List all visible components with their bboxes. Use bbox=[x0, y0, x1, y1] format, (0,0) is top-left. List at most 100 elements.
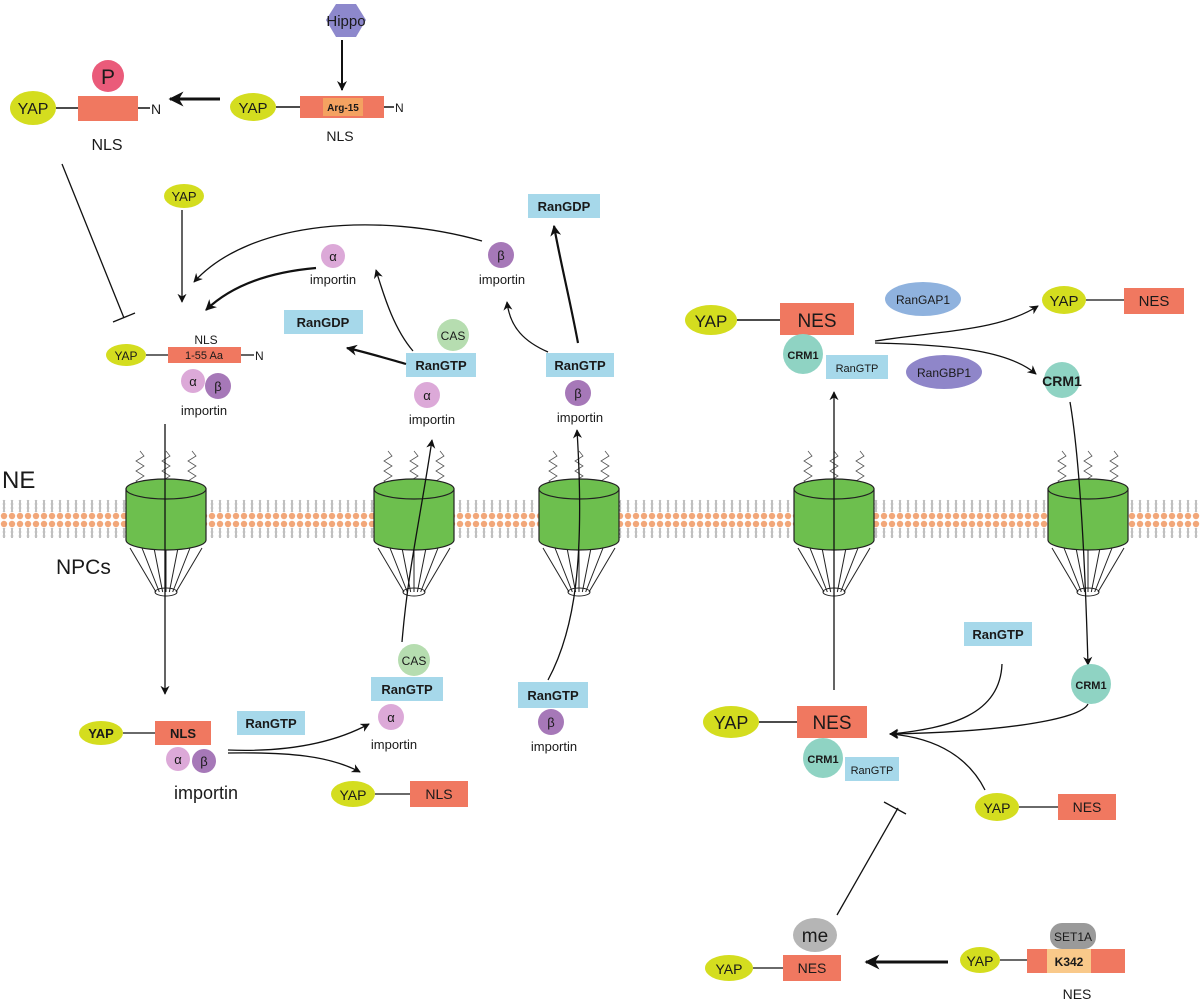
k342-box bbox=[1047, 949, 1091, 973]
svg-text:RanGDP: RanGDP bbox=[538, 199, 591, 214]
ne-label: NE bbox=[2, 467, 35, 494]
rangdp-box bbox=[284, 310, 363, 334]
yap-oval bbox=[230, 93, 276, 121]
svg-text:NES: NES bbox=[798, 960, 827, 976]
svg-text:YAP: YAP bbox=[171, 189, 196, 204]
yap-oval bbox=[975, 793, 1019, 821]
svg-text:importin: importin bbox=[479, 272, 525, 287]
svg-text:importin: importin bbox=[310, 272, 356, 287]
svg-text:NES: NES bbox=[797, 311, 836, 332]
svg-text:β: β bbox=[200, 754, 207, 769]
nuclear-pore-complexes bbox=[125, 450, 1129, 597]
crm1-circle bbox=[1071, 664, 1111, 704]
svg-text:RanGDP: RanGDP bbox=[297, 315, 350, 330]
svg-text:RanGTP: RanGTP bbox=[554, 358, 606, 373]
svg-text:NLS: NLS bbox=[194, 333, 217, 347]
methylation-group: YAP K342 SET1A NES YAP NES me bbox=[705, 801, 1125, 1001]
nes-box bbox=[780, 303, 854, 335]
svg-text:importin: importin bbox=[181, 403, 227, 418]
svg-text:YAP: YAP bbox=[18, 101, 49, 118]
svg-text:CRM1: CRM1 bbox=[1075, 680, 1106, 692]
svg-text:α: α bbox=[189, 374, 197, 389]
svg-text:1-55 Aa: 1-55 Aa bbox=[185, 350, 224, 362]
svg-text:importin: importin bbox=[557, 410, 603, 425]
rangdp-box bbox=[528, 194, 600, 218]
crm1-circle bbox=[783, 334, 823, 374]
npcs-label: NPCs bbox=[56, 556, 111, 579]
rangtp-box bbox=[406, 353, 476, 377]
yap-oval bbox=[164, 184, 204, 208]
cas-circle bbox=[398, 644, 430, 676]
svg-text:YAP: YAP bbox=[714, 713, 749, 733]
svg-text:α: α bbox=[329, 249, 337, 264]
rangtp-box bbox=[371, 677, 443, 701]
hippo-phosphorylation-group: Hippo YAP Arg-15 N NLS YAP N P NLS bbox=[10, 4, 404, 323]
svg-text:CRM1: CRM1 bbox=[787, 350, 818, 362]
rangtp-box bbox=[518, 682, 588, 708]
svg-text:SET1A: SET1A bbox=[1054, 930, 1092, 944]
svg-text:importin: importin bbox=[174, 783, 238, 803]
import-complex: YAP NLS YAP 1-55 Aa N α β importin bbox=[106, 184, 264, 695]
svg-text:β: β bbox=[574, 386, 581, 401]
rangtp-box bbox=[826, 355, 888, 379]
svg-text:β: β bbox=[547, 715, 554, 730]
yap-label: YAP bbox=[239, 100, 268, 117]
alpha-importin bbox=[181, 369, 205, 393]
svg-text:NLS: NLS bbox=[91, 137, 122, 154]
svg-text:RanGTP: RanGTP bbox=[245, 716, 297, 731]
svg-text:CAS: CAS bbox=[402, 654, 427, 668]
svg-text:β: β bbox=[497, 248, 504, 263]
svg-text:α: α bbox=[174, 752, 182, 767]
crm1-circle bbox=[803, 738, 843, 778]
cas-circle bbox=[437, 319, 469, 351]
svg-text:CRM1: CRM1 bbox=[1042, 373, 1082, 389]
svg-text:N: N bbox=[151, 101, 161, 117]
svg-text:YAP: YAP bbox=[340, 787, 367, 803]
rangtp-box bbox=[964, 622, 1032, 646]
yap-oval bbox=[685, 305, 737, 335]
svg-text:YAP: YAP bbox=[967, 953, 994, 969]
svg-text:importin: importin bbox=[531, 739, 577, 754]
svg-text:NLS: NLS bbox=[170, 726, 196, 741]
nes-box bbox=[783, 955, 841, 981]
rangap1-oval bbox=[885, 282, 961, 316]
beta-importin bbox=[565, 380, 591, 406]
beta-importin bbox=[192, 749, 216, 773]
svg-text:RanGTP: RanGTP bbox=[972, 627, 1024, 642]
alpha-importin bbox=[414, 382, 440, 408]
svg-text:RanGTP: RanGTP bbox=[836, 363, 879, 375]
svg-text:RanGAP1: RanGAP1 bbox=[896, 293, 950, 307]
beta-export-group: RanGTP β importin RanGTP β importin bbox=[503, 224, 614, 754]
svg-text:NES: NES bbox=[1063, 986, 1092, 1001]
svg-text:NES: NES bbox=[1139, 293, 1170, 310]
beta-importin bbox=[205, 373, 231, 399]
beta-importin bbox=[488, 242, 514, 268]
svg-text:NES: NES bbox=[1073, 799, 1102, 815]
svg-text:N: N bbox=[255, 349, 264, 363]
yap-oval bbox=[960, 947, 1000, 973]
svg-text:RanGTP: RanGTP bbox=[381, 682, 433, 697]
nls-label: NLS bbox=[326, 128, 353, 144]
rangbp1-oval bbox=[906, 355, 982, 389]
yap-oval bbox=[79, 721, 123, 745]
crm1-circle bbox=[1044, 362, 1080, 398]
nuclear-dissociation: YAP NLS α β importin RanGTP YAP NLS bbox=[79, 711, 468, 807]
svg-text:K342: K342 bbox=[1055, 955, 1084, 969]
svg-text:YAP: YAP bbox=[984, 800, 1011, 816]
hippo-label: Hippo bbox=[326, 13, 365, 30]
svg-text:YAP: YAP bbox=[695, 312, 728, 331]
svg-text:RanGTP: RanGTP bbox=[415, 358, 467, 373]
yap-oval bbox=[10, 91, 56, 125]
svg-text:NLS: NLS bbox=[425, 786, 452, 802]
importin-recycling: α importin β importin RanGDP bbox=[193, 194, 600, 311]
nls-box bbox=[78, 96, 138, 121]
phospho-circle bbox=[92, 60, 124, 92]
yap-oval bbox=[705, 955, 753, 981]
rangtp-box bbox=[845, 757, 899, 781]
alpha-importin bbox=[321, 244, 345, 268]
nes-box bbox=[1124, 288, 1184, 314]
svg-text:YAP: YAP bbox=[88, 726, 114, 741]
crm1-export-group: YAP NES CRM1 RanGTP RanGAP1 RanGBP1 YAP … bbox=[685, 282, 1184, 821]
nls-box bbox=[155, 721, 211, 745]
